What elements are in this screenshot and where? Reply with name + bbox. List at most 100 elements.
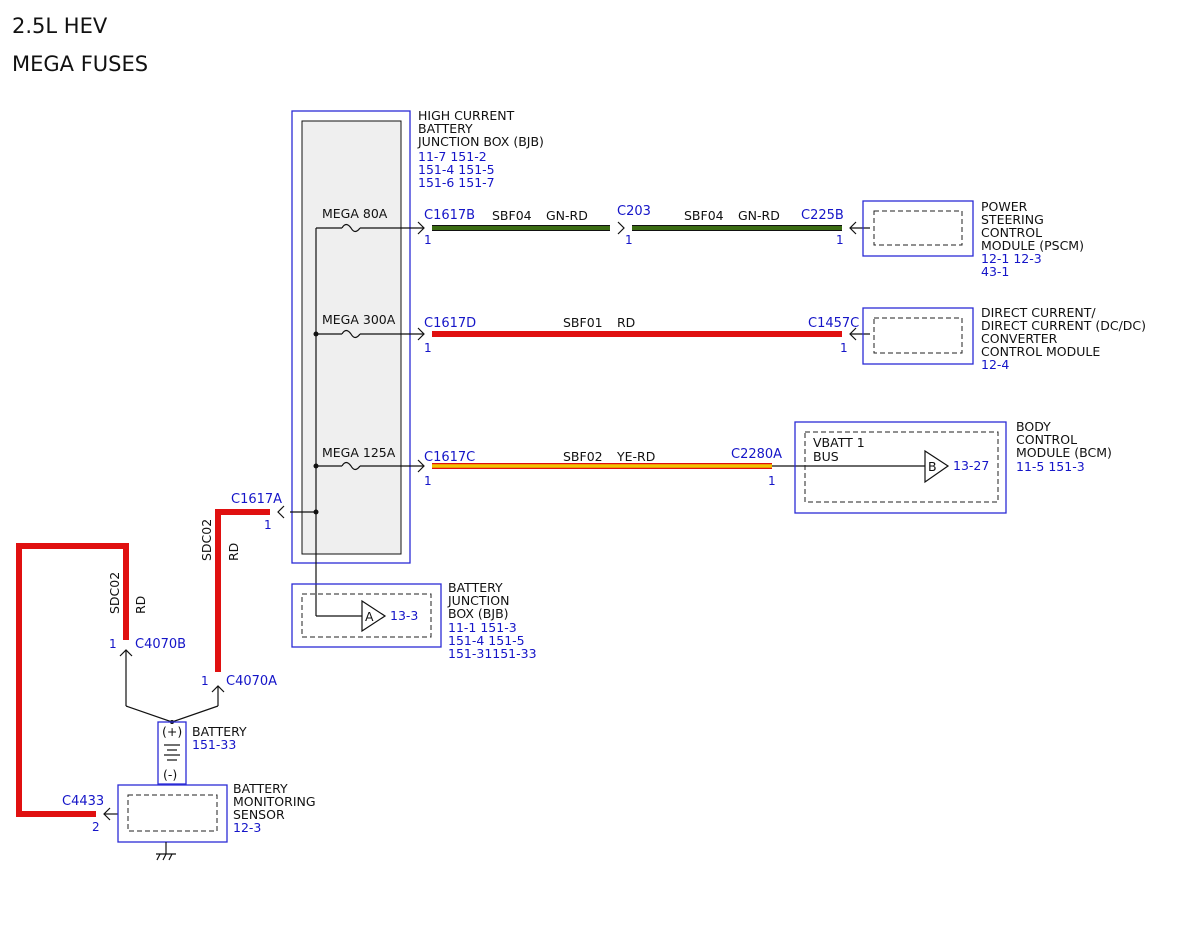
pin-c4070a: 1 [201,674,209,688]
bms-name-1: BATTERY [233,781,288,796]
battery-ref[interactable]: 151-33 [192,737,236,752]
fuse-80a: MEGA 80A [322,206,424,233]
wire-sdc02-sensor [16,543,129,817]
wire-color-sensor: RD [133,596,148,614]
battery-positive-label: (+) [162,724,182,739]
component-pscm[interactable]: POWER STEERING CONTROL MODULE (PSCM) 12-… [862,199,1084,279]
bms-ref-1[interactable]: 12-3 [233,820,261,835]
connector-c2280a[interactable]: C2280A [731,447,782,462]
ground-icon [156,842,176,861]
bms-name-2: MONITORING [233,794,316,809]
connector-c1617b[interactable]: C1617B [424,208,475,223]
dcdc-name-2: DIRECT CURRENT (DC/DC) [981,318,1146,333]
offpage-ref-b-icon [924,449,950,484]
pin-c1617c: 1 [424,474,432,488]
wire-color-b: GN-RD [738,208,780,223]
pin-c1457c: 1 [840,341,848,355]
battery-cells-icon [164,744,180,761]
bms-name-3: SENSOR [233,807,285,822]
offpage-ref-letter-a: A [365,609,374,624]
connector-c4433[interactable]: C4433 [62,794,104,809]
bjb-name-line1: HIGH CURRENT [418,108,515,123]
connector-c1617c[interactable]: C1617C [424,450,475,465]
connector-c203-icon [617,221,625,235]
fuse-125a: MEGA 125A [322,445,424,471]
connector-c1617b-icon [417,221,425,235]
bjb-ref-1[interactable]: 11-7 151-2 [418,149,487,164]
connector-c1617d[interactable]: C1617D [424,316,476,331]
connector-c4070b[interactable]: C4070B [135,637,186,652]
battery-positive-junction [125,705,219,724]
battery-negative-label: (-) [163,767,177,782]
pin-c2280a: 1 [768,474,776,488]
component-bms[interactable]: BATTERY MONITORING SENSOR 12-3 [117,781,316,843]
circuit-pscm: C1617B 1 SBF04 GN-RD C203 1 SBF04 GN-RD … [417,204,870,247]
battery-name: BATTERY [192,724,247,739]
component-bcm[interactable]: VBATT 1 BUS B 13-27 BODY CONTROL MODULE … [794,419,1112,514]
circuit-dcdc: C1617D 1 SBF01 RD C1457C 1 [417,315,870,355]
component-dcdc[interactable]: DIRECT CURRENT/ DIRECT CURRENT (DC/DC) C… [862,305,1146,372]
circuit-label-sbf01: SBF01 [563,315,603,330]
circuit-label-b: SBF04 [684,208,724,223]
bjb-name-line2: BATTERY [418,121,473,136]
dcdc-name-1: DIRECT CURRENT/ [981,305,1096,320]
wire-color-ye-rd: YE-RD [616,449,655,464]
connector-c1617a[interactable]: C1617A [231,492,282,507]
high-current-bjb [291,110,411,564]
bjb-inner [301,120,402,555]
component-battery-bjb[interactable]: A 13-3 BATTERY JUNCTION BOX (BJB) 11-1 1… [291,580,537,661]
dcdc-name-3: CONVERTER [981,331,1058,346]
bjb-label: HIGH CURRENT BATTERY JUNCTION BOX (BJB) … [417,108,544,190]
battery-bjb-ref-3[interactable]: 151-31151-33 [448,646,537,661]
battery-bjb-ref-1[interactable]: 11-1 151-3 [448,620,517,635]
bcm-bus-label: BUS [813,449,839,464]
dcdc-name-4: CONTROL MODULE [981,344,1100,359]
connector-c1617c-icon [417,459,425,473]
offpage-ref-letter-b: B [928,459,937,474]
page-title-model: 2.5L HEV [12,14,108,38]
pin-c1617a: 1 [264,518,272,532]
bcm-ref-1[interactable]: 11-5 151-3 [1016,459,1085,474]
circuit-feed: C1617A 1 SDC02 RD C4070A 1 [199,492,285,706]
fuse-125a-label: MEGA 125A [322,445,396,460]
fuse-125a-icon [341,461,361,471]
bjb-ref-3[interactable]: 151-6 151-7 [418,175,495,190]
bcm-name-3: MODULE (BCM) [1016,445,1112,460]
circuit-label-sdc02-sensor: SDC02 [107,572,122,614]
bjb-outline [291,110,411,564]
offpage-ref-13-3[interactable]: 13-3 [390,608,418,623]
circuit-bcm: C1617C 1 SBF02 YE-RD C2280A 1 [417,447,925,488]
pscm-name-4: MODULE (PSCM) [981,238,1084,253]
bcm-name-1: BODY [1016,419,1051,434]
battery-bjb-name-1: BATTERY [448,580,503,595]
bjb-name-line3: JUNCTION BOX (BJB) [417,134,544,149]
component-battery[interactable]: (+) (-) BATTERY 151-33 [157,721,247,785]
connector-c203[interactable]: C203 [617,204,651,219]
page-title-section: MEGA FUSES [12,52,148,76]
pin-c4070b: 1 [109,637,117,651]
offpage-ref-13-27[interactable]: 13-27 [953,458,989,473]
fuse-80a-label: MEGA 80A [322,206,388,221]
connector-c1617d-icon [417,327,425,341]
connector-c4070a[interactable]: C4070A [226,674,277,689]
pscm-ref-2[interactable]: 43-1 [981,264,1009,279]
circuit-sensor-feed: SDC02 RD C4070B 1 C4433 2 [16,543,186,834]
bjb-ref-2[interactable]: 151-4 151-5 [418,162,495,177]
wire-color-rd: RD [617,315,635,330]
pscm-name-1: POWER [981,199,1028,214]
fuse-300a-label: MEGA 300A [322,312,396,327]
wire-color-a: GN-RD [546,208,588,223]
circuit-label-a: SBF04 [492,208,532,223]
dcdc-ref-1[interactable]: 12-4 [981,357,1009,372]
battery-bjb-ref-2[interactable]: 151-4 151-5 [448,633,525,648]
pin-c225b: 1 [836,233,844,247]
pscm-name-3: CONTROL [981,225,1042,240]
pscm-ref-1[interactable]: 12-1 12-3 [981,251,1042,266]
circuit-label-sdc02-feed: SDC02 [199,519,214,561]
offpage-ref-a-icon [361,599,387,633]
connector-c1457c[interactable]: C1457C [808,316,859,331]
circuit-label-sbf02: SBF02 [563,449,603,464]
connector-c225b[interactable]: C225B [801,208,844,223]
pin-c1617d: 1 [424,341,432,355]
fuse-300a-icon [341,329,361,339]
